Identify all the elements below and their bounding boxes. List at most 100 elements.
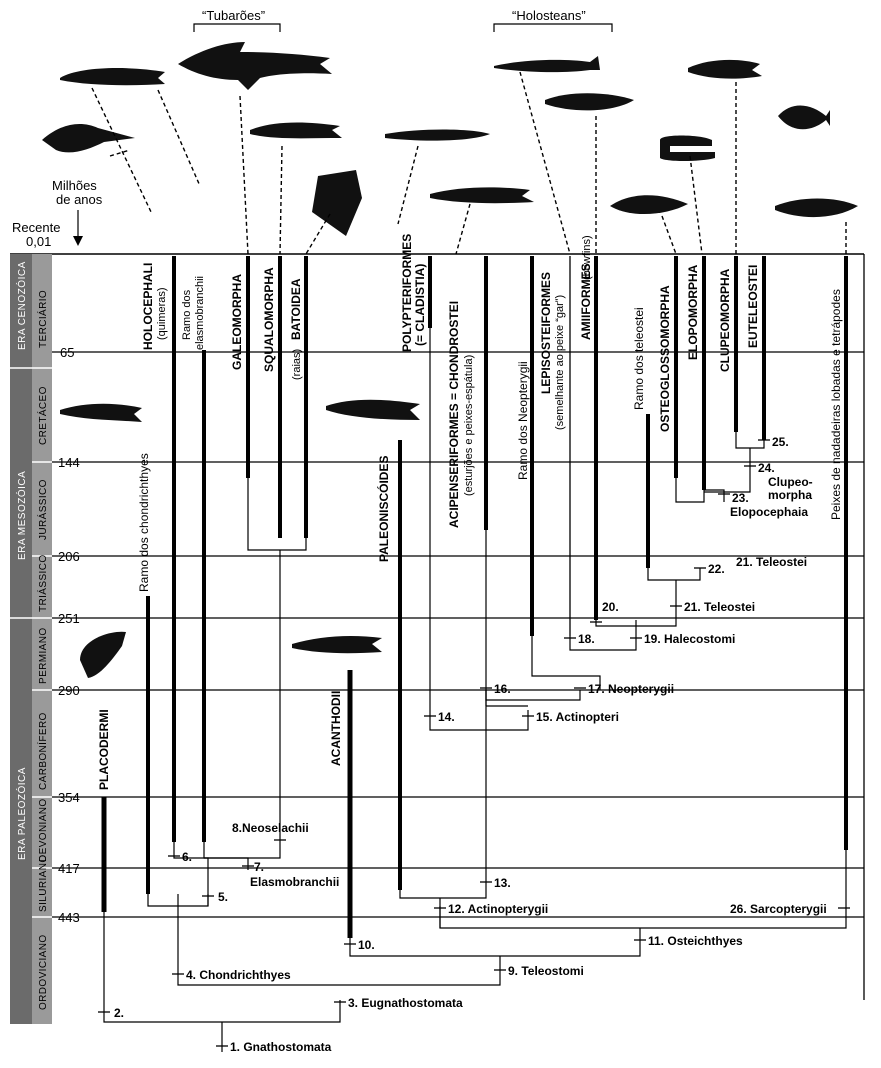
node-20: 20.: [602, 600, 619, 614]
period-label-silurian: SILURIANO: [38, 854, 49, 912]
period-label-tertiary: TERCIÁRIO: [36, 290, 49, 348]
taxon-placodermi: PLACODERMI: [97, 709, 111, 790]
taxon-euteleostei: EUTELEOSTEI: [746, 265, 760, 348]
node-ticks: [98, 440, 850, 1046]
taxon-elasmo-branch-1: Ramo dos: [181, 289, 193, 340]
node-26: 26. Sarcopterygii: [730, 902, 827, 916]
group-label-sharks: “Tubarões”: [202, 8, 265, 23]
period-label-ordovician: ORDOVICIANO: [38, 934, 49, 1010]
chimaera-silhouette: [60, 68, 165, 85]
node-23: 23.: [732, 491, 749, 505]
taxon-clupeomorpha: CLUPEOMORPHA: [718, 268, 732, 372]
recent-label: Recente: [12, 220, 60, 235]
node-15: 15. Actinopteri: [536, 710, 619, 724]
taxon-lepisosteiformes-sub: (semelhante ao peixe “gar”): [554, 295, 566, 430]
time-mark-354: 354: [58, 790, 80, 805]
taxon-amiiformes-sub: (bowfins): [581, 235, 593, 280]
time-mark-144: 144: [58, 455, 80, 470]
time-mark-443: 443: [58, 910, 80, 925]
period-label-cretaceous: CRETÁCEO: [36, 386, 49, 445]
node-24a: 24.: [758, 461, 775, 475]
sturgeon-silhouette: [430, 187, 534, 203]
time-axis-label-line1: Milhões: [52, 178, 97, 193]
era-label-mesozoic: ERA MESOZÓICA: [15, 471, 28, 560]
node-14: 14.: [438, 710, 455, 724]
period-label-carboniferous: CARBONÍFERO: [36, 712, 49, 790]
node-8: 8.Neoselachii: [232, 821, 309, 835]
angelfish-silhouette: [778, 105, 830, 129]
taxon-neopterygii-branch: Ramo dos Neopterygii: [516, 361, 530, 480]
period-label-jurassic: JURÁSSICO: [36, 479, 49, 540]
time-mark-417: 417: [58, 861, 80, 876]
era-label-paleozoic: ERA PALEOZÓICA: [15, 767, 28, 860]
node-19: 19. Halecostomi: [644, 632, 735, 646]
time-mark-251: 251: [58, 611, 80, 626]
node-5: 5.: [218, 890, 228, 904]
taxon-holocephali: HOLOCEPHALI: [141, 263, 155, 350]
great-shark-silhouette: [178, 42, 332, 90]
taxon-sarcopterygii-branch: Peixes de nadadeiras lobadas e tetrápode…: [829, 289, 843, 520]
taxon-polypteriformes-sub: (= CLADISTIA): [413, 264, 427, 346]
time-mark-290: 290: [58, 683, 80, 698]
bichir-silhouette: [385, 130, 490, 141]
era-label-cenozoic: ERA CENOZÓICA: [15, 261, 28, 350]
taxon-elasmo-branch-2: elasmobranchii: [194, 276, 206, 350]
taxon-acanthodii: ACANTHODII: [329, 691, 343, 766]
taxon-holocephali-sub: (quimeras): [156, 287, 168, 340]
node-3: 3. Eugnathostomata: [348, 996, 463, 1010]
node-7b: Elasmobranchii: [250, 875, 339, 889]
node-2: 2.: [114, 1006, 124, 1020]
taxon-polypteriformes: POLYPTERIFORMES: [400, 234, 414, 352]
node-10: 10.: [358, 938, 375, 952]
node-4: 4. Chondrichthyes: [186, 968, 291, 982]
acanthodian-silhouette: [292, 636, 382, 653]
coelacanth-silhouette: [775, 199, 858, 218]
node-18: 18.: [578, 632, 595, 646]
time-arrow-head: [73, 236, 83, 246]
placoderm-silhouette: [80, 632, 126, 678]
node-12: 12. Actinopterygii: [448, 902, 548, 916]
node-25: 25.: [772, 435, 789, 449]
time-mark-206: 206: [58, 549, 80, 564]
hybodus-silhouette: [60, 404, 142, 422]
node-13: 13.: [494, 876, 511, 890]
taxon-acipenseriformes: ACIPENSERIFORMES = CHONDROSTEI: [447, 301, 461, 528]
taxon-elopomorpha: ELOPOMORPHA: [686, 264, 700, 360]
node-9: 9. Teleostomi: [508, 964, 584, 978]
node-21b: 21. Teleostei: [684, 600, 755, 614]
eel-silhouette: [660, 136, 715, 162]
node-23b: Elopocephaia: [730, 505, 808, 519]
node-17: 17. Neopterygii: [588, 682, 674, 696]
dogfish-silhouette: [250, 123, 342, 139]
node-1: 1. Gnathostomata: [230, 1040, 332, 1054]
recent-value: 0,01: [26, 234, 51, 249]
node-6: 6.: [182, 850, 192, 864]
herring-silhouette: [688, 60, 762, 79]
period-label-triassic: TRIÁSSICO: [36, 555, 49, 613]
taxon-galeomorpha: GALEOMORPHA: [230, 274, 244, 370]
group-brackets: [194, 24, 612, 32]
arowana-silhouette: [610, 195, 688, 214]
node-7a: 7.: [254, 860, 264, 874]
bowfin-silhouette: [545, 93, 634, 110]
node-11: 11. Osteichthyes: [648, 934, 743, 948]
taxon-batoidea-sub: (raias): [291, 349, 303, 380]
era-band: [10, 254, 32, 1024]
time-axis-label-line2: de anos: [56, 192, 103, 207]
node-24c: morpha: [768, 488, 812, 502]
node-21a: 21. Teleostei: [736, 555, 807, 569]
silhouette-connectors: [92, 72, 846, 254]
period-label-permian: PERMIANO: [38, 627, 49, 684]
node-16: 16.: [494, 682, 511, 696]
group-label-holosteans: “Holosteans”: [512, 8, 586, 23]
taxon-squalomorpha: SQUALOMORPHA: [262, 267, 276, 372]
taxon-lepisosteiformes: LEPISOSTEIFORMES: [539, 272, 553, 394]
lineage-bars: [104, 256, 846, 938]
taxon-paleoniscoides: PALEONISCÓIDES: [376, 456, 391, 562]
gar-silhouette: [494, 56, 600, 72]
taxon-osteoglossomorpha: OSTEOGLOSSOMORPHA: [658, 285, 672, 432]
node-24b: Clupeo-: [768, 475, 813, 489]
time-mark-65: 65: [60, 345, 74, 360]
node-22: 22.: [708, 562, 725, 576]
stingray-silhouette: [312, 170, 362, 236]
